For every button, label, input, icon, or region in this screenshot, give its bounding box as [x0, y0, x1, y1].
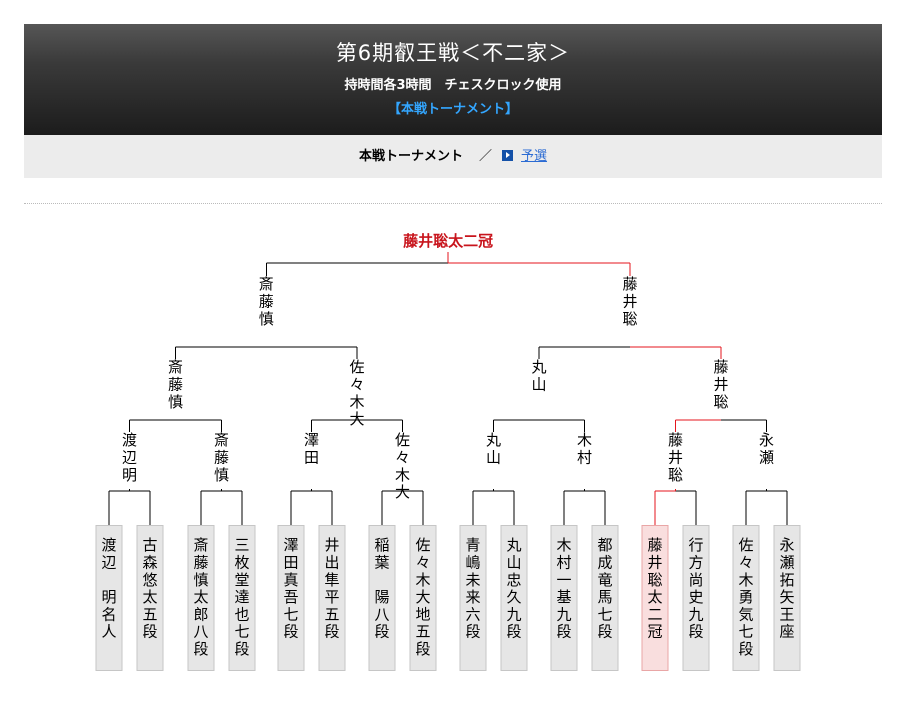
player-name: 行方尚史九段	[688, 537, 703, 641]
round1-winner: 木村	[577, 432, 592, 466]
player-name: 佐々木勇気七段	[738, 537, 753, 658]
divider	[24, 203, 882, 204]
page-title: 第6期叡王戦＜不二家＞	[335, 41, 571, 65]
player-name: 永瀬拓矢王座	[779, 537, 794, 641]
player-box	[277, 525, 305, 671]
player-name: 渡辺明名人	[101, 537, 116, 641]
player-box	[591, 525, 619, 671]
round1-winner: 丸山	[486, 432, 501, 466]
player-name: 青嶋未来六段	[465, 537, 480, 641]
player-name: 都成竜馬七段	[597, 537, 612, 641]
player-box	[187, 525, 215, 671]
round2-winner: 藤井聡	[713, 359, 728, 411]
player-box	[459, 525, 487, 671]
round1-winner: 藤井聡	[668, 432, 683, 484]
player-name: 古森悠太五段	[142, 537, 157, 641]
player-box	[682, 525, 710, 671]
semifinal-winner: 藤井聡	[622, 276, 637, 328]
player-box	[409, 525, 437, 671]
player-box	[500, 525, 528, 671]
tournament-nav: 本戦トーナメント ／ 予選	[24, 135, 882, 178]
round1-winner: 渡辺明	[122, 432, 137, 484]
player-box	[550, 525, 578, 671]
nav-separator: ／	[478, 149, 492, 164]
player-name: 佐々木大地五段	[415, 537, 430, 658]
player-name: 三枚堂達也七段	[234, 537, 249, 658]
round1-winner: 斎藤慎	[214, 431, 229, 484]
round2-winner: 斎藤慎	[168, 358, 183, 411]
player-box	[95, 525, 123, 671]
header-banner: 第6期叡王戦＜不二家＞ 持時間各3時間 チェスクロック使用 【本戦トーナメント】	[24, 24, 882, 135]
time-control-subtitle: 持時間各3時間 チェスクロック使用	[344, 78, 562, 93]
player-box	[773, 525, 801, 671]
round1-winner: 佐々木大	[395, 432, 410, 501]
player-name: 丸山忠久九段	[506, 537, 521, 641]
player-name: 井出隼平五段	[324, 537, 339, 641]
arrow-right-icon	[502, 150, 513, 161]
player-box	[136, 525, 164, 671]
player-box	[318, 525, 346, 671]
round2-winner: 丸山	[531, 359, 546, 393]
nav-current-tab: 本戦トーナメント	[358, 149, 463, 164]
player-name: 藤井聡太二冠	[647, 537, 662, 641]
semifinal-winner: 斎藤慎	[259, 275, 274, 328]
player-name: 稲葉陽八段	[374, 537, 389, 641]
player-name: 木村一基九段	[556, 537, 571, 641]
player-name: 澤田真吾七段	[283, 537, 298, 641]
qualifier-link[interactable]: 予選	[521, 149, 548, 164]
player-box	[732, 525, 760, 671]
round1-winner: 澤田	[304, 432, 319, 466]
player-box	[368, 525, 396, 671]
round2-winner: 佐々木大	[349, 359, 364, 428]
player-name: 斎藤慎太郎八段	[193, 536, 208, 658]
champion-name: 藤井聡太二冠	[403, 232, 493, 250]
player-box	[228, 525, 256, 671]
round1-winner: 永瀬	[759, 432, 774, 466]
section-label: 【本戦トーナメント】	[387, 102, 518, 117]
player-box	[641, 525, 669, 671]
